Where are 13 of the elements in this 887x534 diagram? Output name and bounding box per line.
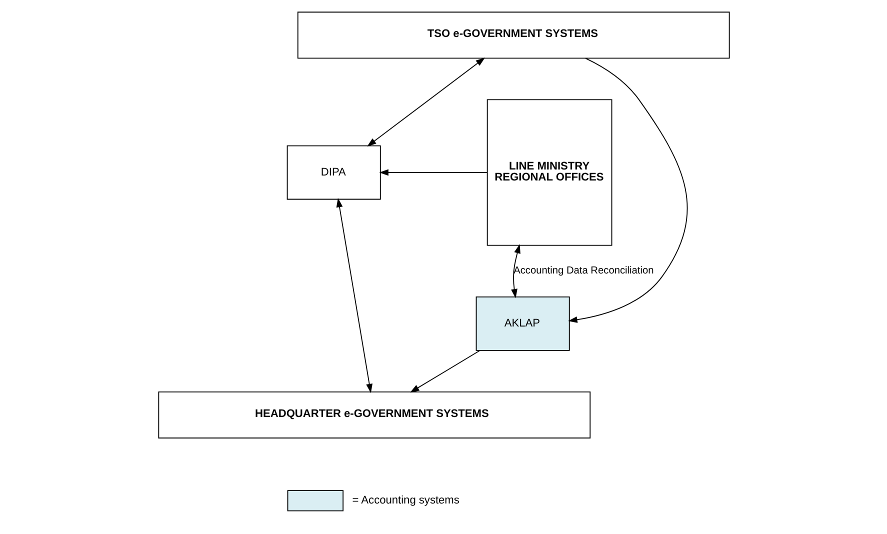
arrow (378, 169, 488, 176)
node-box: AKLAP (475, 296, 570, 351)
node-box: TSO e-GOVERNMENT SYSTEMS (296, 12, 730, 59)
arrow (510, 244, 520, 298)
legend-label: = Accounting systems (352, 494, 459, 507)
arrow (366, 58, 485, 147)
arrow (568, 58, 688, 323)
edge-label: Accounting Data Reconciliation (513, 266, 654, 277)
node-box: DIPA (286, 145, 380, 200)
node-box: LINE MINISTRY REGIONAL OFFICES (486, 99, 612, 246)
arrow (336, 198, 372, 394)
node-box: HEADQUARTER e-GOVERNMENT SYSTEMS (158, 391, 590, 438)
arrow (410, 350, 480, 393)
